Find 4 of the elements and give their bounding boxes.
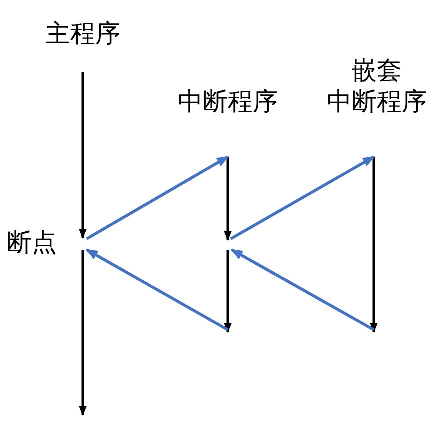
program-label: 嵌套中断程序 — [327, 55, 427, 117]
program-label: 主程序 — [46, 18, 120, 49]
breakpoint-label: 断点 — [7, 227, 57, 258]
program-label: 中断程序 — [178, 86, 278, 117]
